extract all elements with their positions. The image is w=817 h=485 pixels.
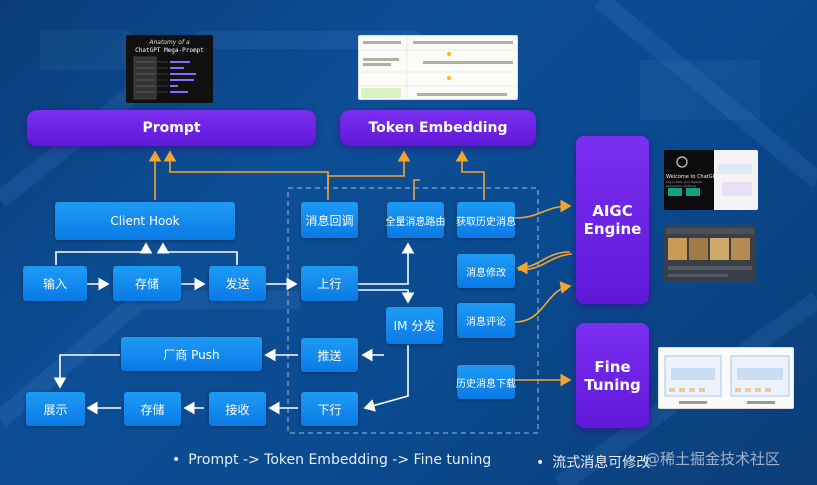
server-dashed-region: [287, 187, 539, 434]
prompt-bar: Prompt: [27, 110, 316, 146]
client-hook-box: Client Hook: [55, 202, 235, 240]
mega-prompt-subtitle: ChatGPT Mega-Prompt: [135, 47, 204, 54]
aigc-engine-block: AIGC Engine: [576, 136, 649, 304]
footer-bullet-1-text: Prompt -> Token Embedding -> Fine tuning: [188, 452, 492, 468]
mega-prompt-thumbnail: Anatomy of a ChatGPT Mega-Prompt: [126, 35, 213, 103]
fine-tuning-line2: Tuning: [584, 375, 641, 394]
push-box: 推送: [301, 338, 358, 372]
history-download-box: 历史消息下载: [456, 365, 516, 399]
chatgpt-login-thumbnail: Welcome to ChatGPT Log in with your Open…: [664, 150, 758, 210]
mega-prompt-title: Anatomy of a: [149, 39, 190, 46]
image-gallery-thumbnail: [664, 226, 756, 282]
token-embedding-bar: Token Embedding: [340, 110, 536, 146]
fine-tuning-line1: Fine: [594, 357, 631, 376]
receive-box: 接收: [209, 392, 266, 426]
aigc-engine-line1: AIGC: [592, 202, 633, 220]
full-routing-box: 全量消息路由: [386, 202, 446, 238]
bert-diagram-icon: [664, 355, 790, 404]
mega-prompt-diagram-icon: [133, 56, 196, 100]
vendor-push-box: 厂商 Push: [121, 337, 262, 371]
fine-tuning-block: Fine Tuning: [576, 323, 649, 428]
chatgpt-login-text: Log in with your OpenAI account to conti…: [666, 180, 702, 188]
chatgpt-welcome-text: Welcome to ChatGPT: [666, 174, 719, 180]
aigc-engine-line2: Engine: [583, 220, 642, 238]
watermark: @稀土掘金技术社区: [645, 450, 781, 468]
store-box: 存储: [113, 266, 181, 301]
footer-bullet-1: •Prompt -> Token Embedding -> Fine tunin…: [172, 452, 492, 468]
display-box: 展示: [26, 392, 85, 426]
footer-bullet-2-text: 流式消息可修改: [552, 455, 651, 471]
footer-bullet-2: •流式消息可修改: [536, 455, 651, 471]
upstream-box: 上行: [301, 266, 358, 301]
message-comment-box: 消息评论: [457, 303, 515, 338]
message-edit-box: 消息修改: [457, 254, 515, 288]
send-box: 发送: [209, 266, 266, 301]
fetch-history-box: 获取历史消息: [456, 202, 516, 238]
openai-logo-icon: [668, 150, 758, 210]
store-box-2: 存储: [124, 392, 181, 426]
message-callback-box: 消息回调: [301, 202, 358, 238]
embedding-table-icon: [359, 36, 517, 99]
dog-images-icon: [666, 228, 754, 277]
downstream-box: 下行: [301, 392, 358, 426]
im-dispatch-box: IM 分发: [386, 307, 443, 344]
fine-tuning-thumbnail: [658, 347, 794, 409]
input-box: 输入: [23, 266, 87, 301]
token-embedding-thumbnail: [358, 35, 518, 100]
